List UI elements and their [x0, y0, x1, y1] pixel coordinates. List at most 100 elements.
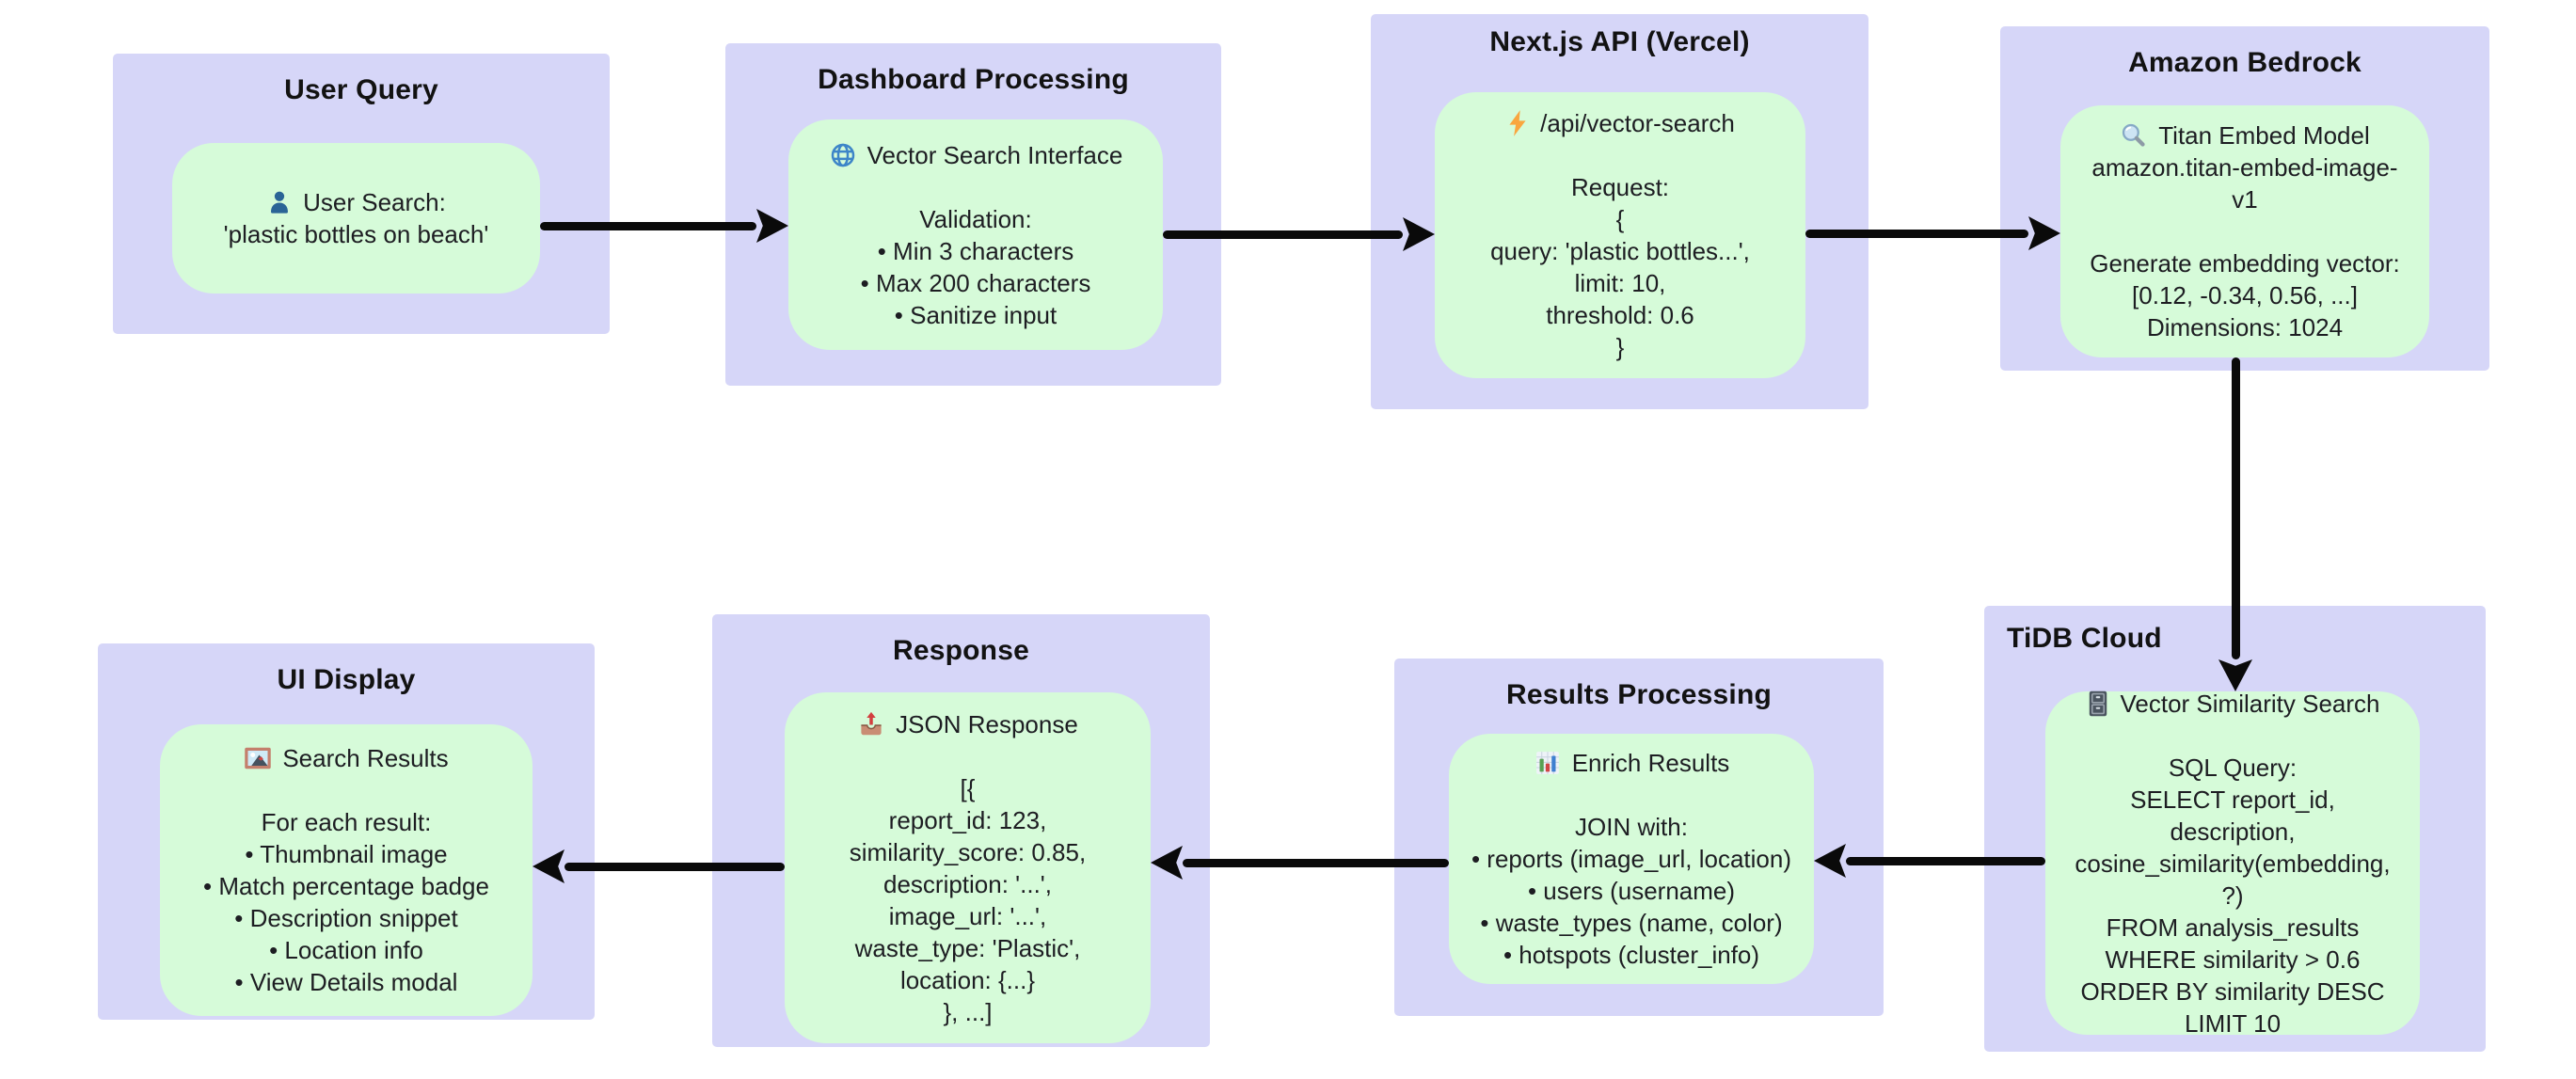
card-line	[788, 171, 1163, 203]
card-line: {	[1615, 205, 1625, 233]
node-user-query: User Query User Search: 'plastic bottles…	[113, 54, 610, 334]
magnifier-icon	[2120, 121, 2148, 150]
card-line: • Match percentage badge	[203, 872, 489, 900]
card-line: Dimensions: 1024	[2146, 313, 2344, 341]
card-line: 'plastic bottles on beach'	[223, 220, 489, 248]
card-search-results: Search Results For each result: • Thumbna…	[160, 724, 533, 1016]
card-line	[2045, 720, 2420, 752]
card-line: • Location info	[269, 936, 423, 964]
node-title-tidb-cloud: TiDB Cloud	[2007, 623, 2162, 654]
card-heading: Vector Similarity Search	[2086, 688, 2380, 720]
card-line: v1	[2232, 185, 2258, 214]
card-line: • Max 200 characters	[860, 268, 1091, 297]
card-heading-text: Vector Similarity Search	[2120, 689, 2380, 718]
card-line: waste_type: 'Plastic',	[854, 933, 1081, 962]
node-title-results-processing: Results Processing	[1505, 679, 1773, 710]
card-lines: Request: { query: 'plastic bottles...', lim…	[1435, 139, 1805, 363]
card-lines: For each result: • Thumbnail image • Match…	[160, 774, 533, 998]
node-ui-display: UI Display Search Results For each resul…	[98, 643, 595, 1020]
card-titan-embed-model: Titan Embed Model amazon.titan-embed-ima…	[2060, 105, 2429, 357]
card-json-response: JSON Response [{ report_id: 123, similarit…	[785, 692, 1151, 1043]
card-enrich-results: Enrich Results JOIN with: • reports (imag…	[1449, 734, 1814, 984]
card-line	[785, 740, 1151, 772]
node-title-response: Response	[893, 635, 1029, 666]
outbox-icon	[857, 710, 885, 738]
card-line	[1449, 779, 1814, 811]
card-line: JOIN with:	[1575, 813, 1688, 841]
card-lines: Validation: • Min 3 characters • Max 200 c…	[788, 171, 1163, 331]
card-heading: /api/vector-search	[1505, 107, 1735, 139]
card-heading: Enrich Results	[1534, 747, 1730, 779]
card-line: • users (username)	[1527, 877, 1736, 905]
card-heading: Vector Search Interface	[829, 139, 1123, 171]
card-line: • Min 3 characters	[877, 236, 1074, 265]
card-heading-text: JSON Response	[896, 709, 1078, 738]
card-heading-text: Enrich Results	[1571, 749, 1730, 777]
card-heading-text: /api/vector-search	[1540, 109, 1735, 137]
card-line: query: 'plastic bottles...',	[1490, 237, 1750, 265]
card-line: }	[1615, 333, 1625, 361]
card-line: limit: 10,	[1574, 269, 1666, 297]
card-line: description,	[2170, 817, 2296, 846]
card-line: amazon.titan-embed-image-	[2091, 153, 2398, 182]
card-line: • reports (image_url, location)	[1471, 845, 1792, 873]
node-title-amazon-bedrock: Amazon Bedrock	[2128, 47, 2361, 78]
card-line: • Sanitize input	[894, 300, 1057, 329]
card-vector-similarity-search: Vector Similarity Search SQL Query: SELEC…	[2045, 688, 2420, 1038]
card-line: [0.12, -0.34, 0.56, ...]	[2132, 281, 2358, 309]
node-results-processing: Results Processing	[1394, 659, 1884, 1016]
user-icon	[266, 189, 293, 215]
picture-icon	[244, 744, 272, 772]
card-line: Validation:	[919, 204, 1032, 233]
node-response: Response JSON Response [{ report_id: 123,…	[712, 614, 1210, 1047]
card-line: Generate embedding vector:	[2090, 249, 2400, 278]
node-title-dashboard-processing: Dashboard Processing	[818, 64, 1129, 95]
chart-icon	[1534, 749, 1562, 777]
card-line: LIMIT 10	[2184, 1008, 2282, 1038]
card-lines: JOIN with: • reports (image_url, location…	[1449, 779, 1814, 971]
node-nextjs-api: Next.js API (Vercel) /api/vector-search …	[1371, 14, 1868, 409]
card-line: • View Details modal	[234, 968, 458, 996]
card-line: similarity_score: 0.85,	[849, 837, 1087, 866]
node-title-ui-display: UI Display	[277, 664, 416, 695]
card-line: location: {...}	[899, 965, 1036, 994]
card-heading: Titan Embed Model	[2120, 119, 2370, 151]
card-line: • hotspots (cluster_info)	[1503, 941, 1760, 969]
globe-icon	[829, 141, 857, 169]
card-lines: SQL Query: SELECT report_id, description, c…	[2045, 720, 2420, 1039]
card-heading-text: User Search:	[303, 188, 446, 216]
card-heading: User Search:	[266, 186, 446, 218]
card-line: • Description snippet	[234, 904, 458, 932]
node-title-nextjs-api: Next.js API (Vercel)	[1489, 26, 1750, 57]
card-heading: Search Results	[244, 742, 449, 774]
card-line: image_url: '...',	[888, 901, 1047, 930]
card-heading-text: Vector Search Interface	[867, 140, 1123, 169]
card-line	[160, 774, 533, 806]
card-line: ?)	[2221, 881, 2244, 910]
card-line: }, ...]	[943, 997, 993, 1026]
card-line: • Thumbnail image	[245, 840, 448, 868]
card-heading-text: Titan Embed Model	[2158, 121, 2370, 150]
lightning-icon	[1505, 109, 1530, 137]
card-line: Request:	[1570, 173, 1670, 201]
card-line: SELECT report_id,	[2130, 785, 2335, 814]
card-lines: [{ report_id: 123, similarity_score: 0.85,…	[785, 740, 1151, 1028]
cabinet-icon	[2086, 690, 2110, 718]
card-line: For each result:	[261, 808, 432, 836]
card-heading: JSON Response	[857, 708, 1078, 740]
card-line: description: '...',	[883, 869, 1052, 898]
card-line: ORDER BY similarity DESC	[2080, 976, 2385, 1006]
card-line: report_id: 123,	[888, 805, 1047, 834]
card-line: cosine_similarity(embedding,	[2075, 849, 2391, 878]
card-line: SQL Query:	[2168, 753, 2298, 782]
card-line: threshold: 0.6	[1546, 301, 1694, 329]
card-line: [{	[960, 773, 976, 802]
node-title-user-query: User Query	[284, 74, 438, 105]
card-line	[1435, 139, 1805, 171]
node-amazon-bedrock: Amazon Bedrock Titan Embed Model amazon.…	[2000, 26, 2489, 371]
card-line: WHERE similarity > 0.6	[2105, 944, 2361, 974]
card-user-search: User Search: 'plastic bottles on beach'	[172, 143, 540, 294]
card-lines: 'plastic bottles on beach'	[172, 218, 540, 250]
